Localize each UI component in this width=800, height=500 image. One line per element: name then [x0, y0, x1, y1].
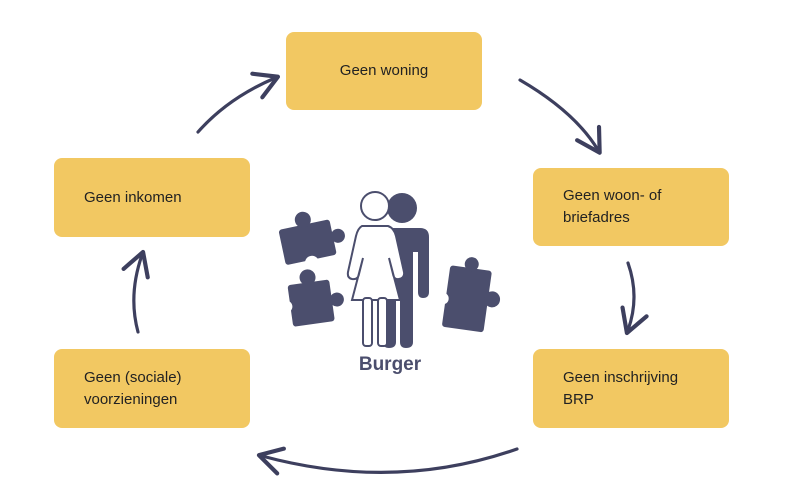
- step-box-geen-voorzieningen: Geen (sociale) voorzieningen: [54, 349, 250, 428]
- step-label: Geen woon- of briefadres: [563, 187, 662, 226]
- center-label-burger: Burger: [358, 354, 422, 375]
- step-label: Geen inschrijving BRP: [563, 368, 679, 408]
- step-box-geen-inschrijving-brp: Geen inschrijving BRP: [533, 349, 729, 428]
- step-label: Geen (sociale) voorzieningen: [84, 368, 182, 408]
- woman-figure-icon: [346, 191, 406, 347]
- puzzle-piece-icon: [280, 269, 344, 327]
- step-box-geen-inkomen: Geen inkomen: [54, 158, 250, 237]
- arrow-inkomen-to-woning: [196, 71, 281, 134]
- puzzle-piece-icon: [278, 211, 345, 270]
- arrow-briefadres-to-brp: [620, 261, 649, 336]
- arrow-brp-to-voorzieningen: [256, 446, 519, 476]
- arrow-woning-to-briefadres: [518, 78, 602, 155]
- step-box-geen-woning: Geen woning: [286, 32, 482, 110]
- step-label: Geen inkomen: [84, 188, 182, 206]
- arrow-voorzieningen-to-inkomen: [121, 249, 150, 334]
- step-label: Geen woning: [339, 62, 429, 80]
- step-box-geen-briefadres: Geen woon- of briefadres: [533, 168, 729, 246]
- puzzle-piece-icon: [436, 257, 501, 333]
